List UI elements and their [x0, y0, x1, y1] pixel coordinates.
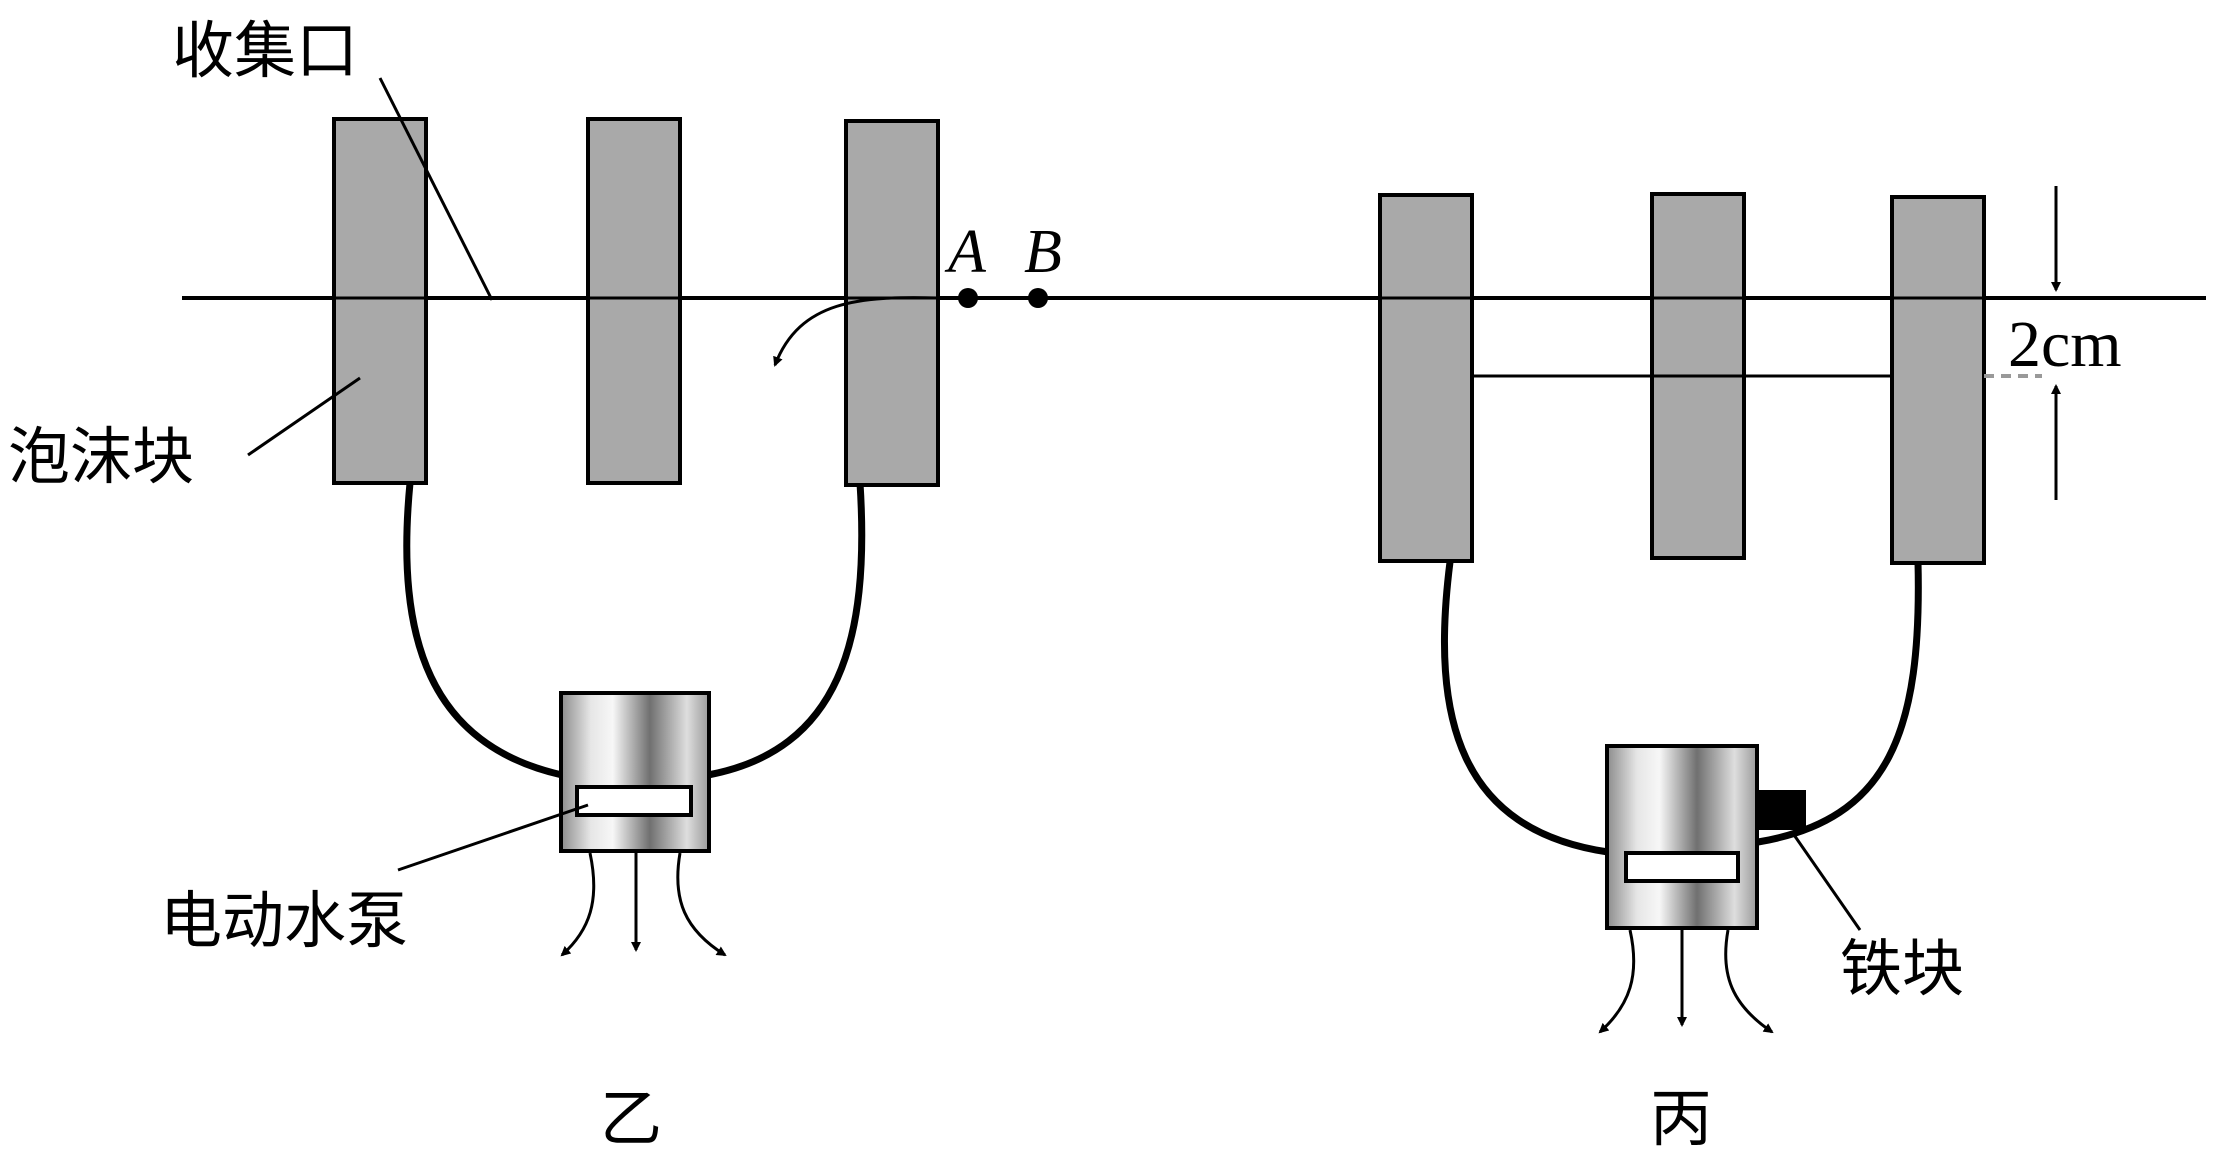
pump-left	[559, 691, 711, 853]
foam-block-right-3	[1890, 195, 1986, 565]
leader-collection-port	[378, 77, 494, 301]
foam-block-label: 泡沫块	[8, 420, 194, 493]
outflow-arrow-right-3	[1724, 929, 1774, 1034]
pump-right	[1605, 744, 1759, 930]
point-a-dot	[958, 288, 978, 308]
foam-block-right-1	[1378, 193, 1474, 563]
hose-right-a	[1440, 558, 1612, 856]
foam-block-left-2	[586, 117, 682, 485]
foam-block-left-3	[844, 119, 940, 487]
figure-right-caption: 丙	[1650, 1082, 1712, 1155]
hose-left-b	[704, 479, 866, 779]
outflow-arrow-left-1	[560, 852, 596, 957]
electric-pump-label: 电动水泵	[160, 884, 408, 957]
point-b-dot	[1028, 288, 1048, 308]
iron-block	[1758, 790, 1806, 830]
outflow-arrow-right-1	[1598, 929, 1636, 1034]
depth-label: 2cm	[2008, 308, 2122, 381]
hose-left-a	[403, 479, 566, 779]
outflow-arrow-left-3	[676, 852, 727, 957]
pump-left-slot	[575, 785, 693, 817]
point-a-label: A	[944, 218, 987, 286]
leader-pump	[397, 803, 589, 872]
point-b-label: B	[1024, 218, 1062, 286]
figure-left: A B 收集口 泡沫块 电动水泵 乙	[8, 14, 1062, 1155]
foam-block-left-1	[332, 117, 428, 485]
iron-block-label: 铁块	[1840, 932, 1964, 1005]
leader-foam-block	[247, 376, 361, 457]
pump-right-slot	[1624, 851, 1740, 883]
leader-iron-block	[1790, 831, 1862, 931]
collection-port-label: 收集口	[172, 14, 358, 87]
figure-right: 2cm 铁块 丙	[1378, 186, 2122, 1155]
inflow-arrow	[773, 296, 939, 367]
figure-left-caption: 乙	[600, 1082, 662, 1155]
